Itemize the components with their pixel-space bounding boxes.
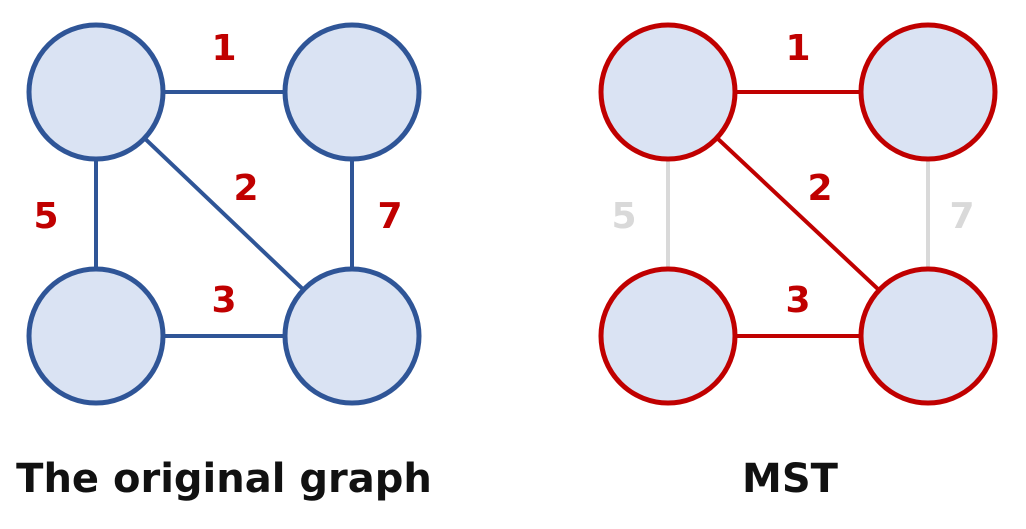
mst-graph-nodes [598, 22, 998, 406]
original-node-top-left [26, 22, 166, 162]
original-graph: 1 2 3 5 7 The original graph [16, 22, 432, 502]
mst-node-bottom-right [858, 266, 998, 406]
mst-node-bottom-left [598, 266, 738, 406]
mst-edge-weight-7: 7 [949, 196, 974, 237]
mst-graph-weights: 1 2 3 5 7 [611, 28, 974, 321]
original-edge-weight-5: 5 [33, 196, 58, 237]
original-edge-weight-7: 7 [377, 196, 402, 237]
original-graph-weights: 1 2 3 5 7 [33, 28, 402, 321]
mst-edge-weight-5: 5 [611, 196, 636, 237]
original-edge-weight-1: 1 [211, 28, 236, 69]
mst-node-top-right [858, 22, 998, 162]
original-graph-nodes [26, 22, 422, 406]
original-graph-caption: The original graph [16, 456, 432, 502]
original-node-bottom-left [26, 266, 166, 406]
original-edge-weight-3: 3 [211, 280, 236, 321]
mst-edge-weight-2: 2 [807, 168, 832, 209]
original-node-top-right [282, 22, 422, 162]
mst-node-top-left [598, 22, 738, 162]
mst-edge-weight-1: 1 [785, 28, 810, 69]
original-edge-weight-2: 2 [233, 168, 258, 209]
mst-graph-caption: MST [742, 456, 839, 502]
mst-graph: 1 2 3 5 7 MST [598, 22, 998, 502]
mst-edge-weight-3: 3 [785, 280, 810, 321]
original-node-bottom-right [282, 266, 422, 406]
